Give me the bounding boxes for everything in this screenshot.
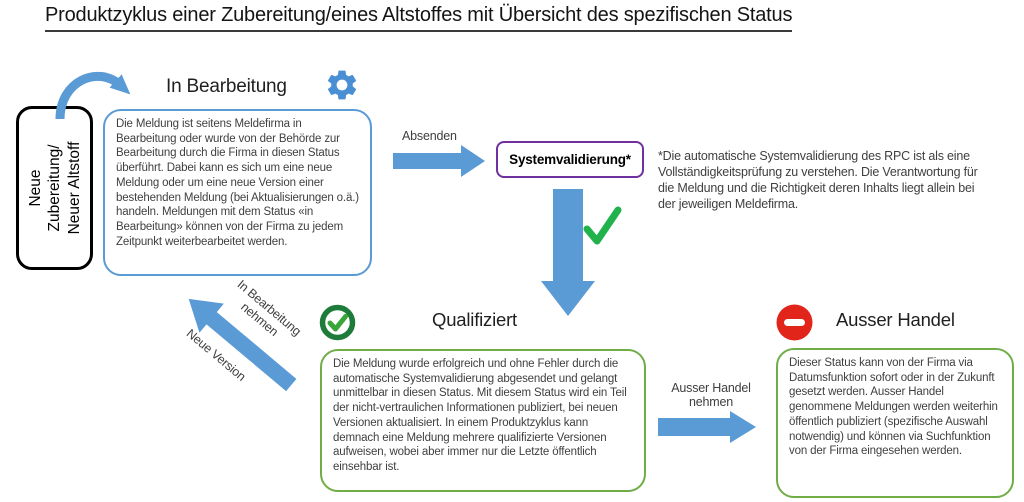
- ausser-handel-nehmen-label: Ausser Handel nehmen: [671, 381, 751, 410]
- qualifiziert-body: Die Meldung wurde erfolgreich und ohne F…: [333, 358, 627, 474]
- ausser-handel-heading: Ausser Handel: [836, 309, 955, 330]
- systemvalidierung-box: Systemvalidierung*: [496, 141, 644, 178]
- start-node-box: Neue Zubereitung/ Neuer Altstoff: [16, 106, 93, 270]
- absenden-label: Absenden: [402, 129, 457, 143]
- ausser-handel-body: Dieser Status kann von der Firma via Dat…: [789, 357, 998, 458]
- qualifiziert-box: Die Meldung wurde erfolgreich und ohne F…: [320, 349, 646, 492]
- circle-check-icon: [319, 304, 356, 341]
- qualifiziert-heading: Qualifiziert: [432, 309, 517, 330]
- gear-icon: [327, 70, 357, 100]
- systemvalidierung-label: Systemvalidierung*: [509, 152, 631, 167]
- minus-circle-icon: [776, 304, 813, 341]
- in-bearbeitung-box: Die Meldung ist seitens Meldefirma in Be…: [103, 109, 372, 276]
- ausser-handel-arrow-icon: [658, 411, 756, 443]
- absenden-arrow-icon: [393, 145, 485, 177]
- submit-down-arrow-icon: [541, 189, 595, 316]
- check-icon: [583, 206, 622, 245]
- ausser-handel-box: Dieser Status kann von der Firma via Dat…: [776, 348, 1014, 498]
- validation-note: *Die automatische Systemvalidierung des …: [658, 149, 978, 211]
- in-bearbeitung-heading: In Bearbeitung: [166, 76, 287, 97]
- in-bearbeitung-body: Die Meldung ist seitens Meldefirma in Be…: [116, 118, 359, 248]
- in-bearbeitung-nehmen-arrow-icon: [188, 298, 297, 392]
- start-node-label: Neue Zubereitung/ Neuer Altstoff: [26, 141, 83, 235]
- page-title: Produktzyklus einer Zubereitung/eines Al…: [45, 4, 792, 32]
- curved-arrow-icon: [55, 71, 131, 120]
